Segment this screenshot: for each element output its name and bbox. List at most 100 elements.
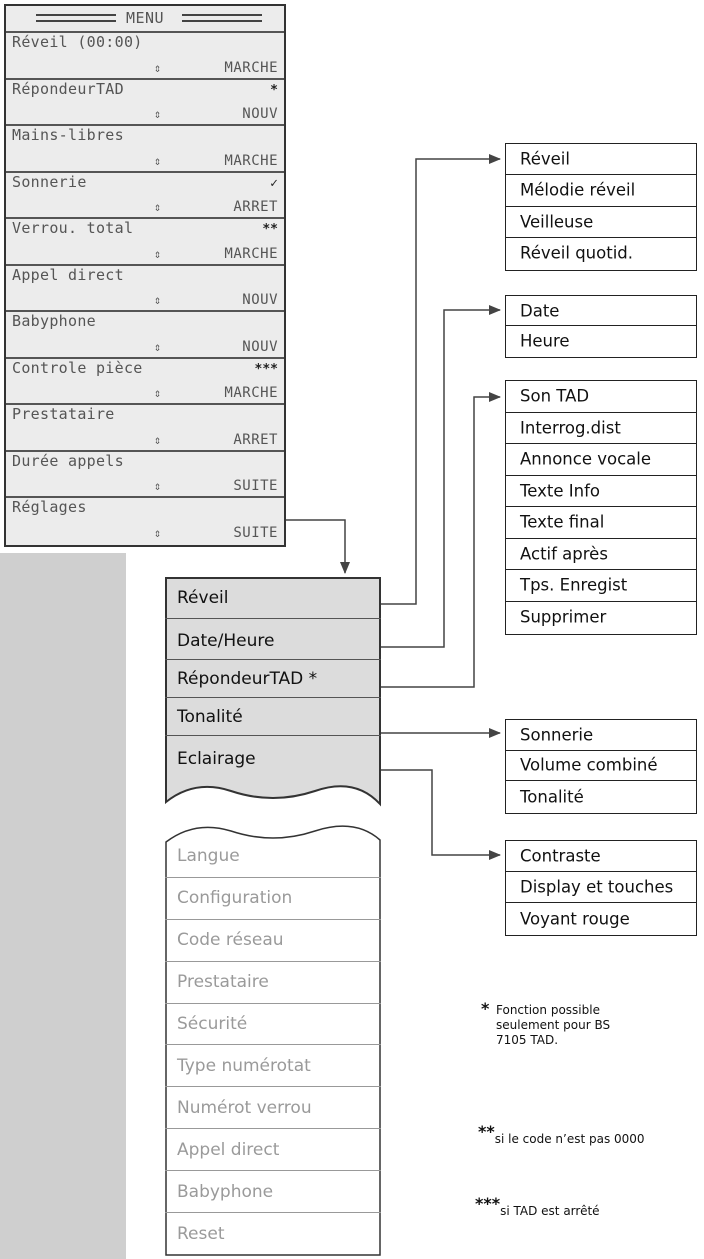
lcd-menu-item-status: MARCHE (224, 152, 278, 169)
footnote-2-mark: ** (478, 1122, 495, 1141)
settings-menu-item-inactive: Langue (165, 836, 381, 878)
lcd-menu-item-label: Controle pièce (12, 358, 143, 377)
footnote-2-text: si le code n’est pas 0000 (494, 1132, 645, 1146)
arrow-eclairage (381, 769, 501, 860)
submenu-item: Heure (506, 326, 696, 356)
footnote-3-text: si TAD est arrêté (500, 1204, 600, 1218)
lcd-menu-item: Prestataire⇕ARRET (6, 403, 284, 450)
header-line (182, 14, 262, 16)
footnote-3-mark: *** (475, 1194, 501, 1213)
submenu-item: Tonalité (506, 781, 696, 812)
submenu-item-label: Réveil quotid. (520, 243, 634, 263)
submenu-item-label: Heure (520, 331, 570, 351)
submenu-item: Contraste (506, 841, 696, 872)
submenu-item-label: Texte final (520, 512, 605, 532)
submenu-item-label: Interrog.dist (520, 418, 621, 438)
settings-menu-item-label: Type numérotat (177, 1055, 311, 1076)
settings-menu-item-label: Sécurité (177, 1014, 248, 1035)
lcd-menu-item-status: NOUV (242, 292, 278, 308)
lcd-menu-item-label: Réveil (00:00) (12, 33, 143, 51)
settings-menu-item-inactive: Type numérotat (165, 1046, 381, 1088)
settings-menu-item-inactive: Numérot verrou (165, 1087, 381, 1130)
lcd-menu-item-label: Verrou. total (12, 219, 134, 237)
submenu-item-label: Son TAD (520, 386, 590, 406)
submenu-item: Mélodie réveil (506, 175, 696, 207)
header-line (36, 14, 116, 16)
settings-menu-item-label: Code réseau (177, 930, 284, 951)
settings-menu-item-label: Appel direct (177, 1139, 280, 1160)
up-down-arrow-icon: ⇕ (154, 293, 162, 307)
lcd-menu-item: Controle pièce⇕MARCHE*** (6, 356, 284, 404)
lcd-menu-item: Babyphone⇕NOUV (6, 310, 284, 357)
lcd-menu-item: Réglages⇕SUITE (6, 496, 284, 543)
header-line (36, 20, 116, 22)
submenu-item: Display et touches (506, 872, 696, 903)
settings-menu-item-label: Date/Heure (177, 630, 275, 651)
settings-menu-item-label: Tonalité (177, 706, 243, 727)
lcd-menu-title: MENU (125, 9, 165, 27)
settings-menu-item: Eclairage (165, 736, 381, 781)
submenu-item: Veilleuse (506, 207, 696, 238)
lcd-menu-item-status: ARRET (233, 199, 278, 215)
settings-menu-item: Réveil (165, 577, 381, 619)
lcd-menu-item: Appel direct ⇕ NOUV (6, 263, 284, 311)
submenu-item: Actif après (506, 539, 696, 570)
settings-menu-item-inactive: Code réseau (165, 920, 381, 962)
submenu-item-label: Mélodie réveil (520, 180, 636, 200)
submenu-item-label: Réveil (520, 149, 570, 169)
up-down-arrow-icon: ⇕ (154, 200, 162, 214)
submenu-item-label: Display et touches (520, 877, 674, 897)
settings-menu-item-inactive: Babyphone (165, 1171, 381, 1214)
submenu-item: Annonce vocale (506, 444, 696, 476)
lcd-menu-item-label: Sonnerie (12, 172, 87, 191)
submenu-item: Interrog.dist (506, 413, 696, 444)
settings-menu-item: Date/Heure (165, 622, 381, 660)
submenu-item-label: Date (520, 301, 560, 320)
lcd-menu: MENU Réveil (00:00) ⇕ MARCHE RépondeurTAD ⇕ N… (4, 4, 286, 547)
submenu-item: Texte Info (506, 476, 696, 507)
footnote-1: * Fonction possible seulement pour BS 71… (481, 999, 681, 1048)
lcd-menu-item-status: MARCHE (224, 59, 278, 76)
submenu-item-label: Contraste (520, 846, 601, 866)
settings-menu-item-label: Prestataire (177, 972, 269, 993)
settings-menu-item-label: Réveil (177, 587, 229, 608)
settings-menu-item-label: Eclairage (177, 748, 256, 769)
up-down-arrow-icon: ⇕ (154, 153, 162, 168)
footnote-1-text: Fonction possible seulement pour BS 7105… (496, 1003, 611, 1047)
header-line (182, 20, 262, 22)
settings-menu-item: RépondeurTAD * (165, 660, 381, 698)
footnote-2: **si le code n’est pas 0000 (478, 1122, 704, 1148)
lcd-menu-item-mark: ** (262, 222, 278, 237)
submenu-item: Son TAD (506, 381, 696, 413)
up-down-arrow-icon: ⇕ (154, 386, 162, 400)
submenu-item-label: Texte Info (520, 481, 600, 501)
settings-menu-inactive-frame (165, 825, 381, 1256)
lcd-menu-item-label: Durée appels (12, 451, 124, 470)
settings-menu-item-label: Numérot verrou (177, 1097, 312, 1118)
submenu-item: Date (506, 296, 696, 326)
submenu-item: Volume combiné (506, 751, 696, 782)
lcd-menu-item-status: SUITE (233, 524, 278, 541)
settings-menu-item-inactive: Appel direct (165, 1129, 381, 1172)
up-down-arrow-icon: ⇕ (154, 339, 162, 354)
submenu-item-label: Volume combiné (520, 755, 658, 775)
footnote-3: ***si TAD est arrêté (475, 1194, 704, 1220)
lcd-menu-item-label: RépondeurTAD (12, 79, 124, 98)
submenu-item: Tps. Enregist (506, 570, 696, 602)
lcd-menu-item-status: ARRET (233, 431, 278, 448)
lcd-menu-item: Sonnerie⇕ARRET✓ (6, 170, 284, 218)
lcd-menu-item: Verrou. total⇕MARCHE** (6, 217, 284, 264)
settings-menu-item-label: Configuration (177, 888, 293, 909)
arrow-reveil (381, 154, 501, 605)
submenu-item-label: Sonnerie (520, 725, 594, 745)
lcd-menu-item-status: MARCHE (224, 245, 278, 262)
lcd-menu-item-status: NOUV (242, 338, 278, 355)
submenu-item: Réveil quotid. (506, 238, 696, 269)
settings-menu-item-inactive: Configuration (165, 878, 381, 920)
arrow-date-heure (381, 305, 501, 648)
up-down-arrow-icon: ⇕ (154, 60, 162, 75)
lcd-menu-item-label: Appel direct (12, 265, 124, 284)
